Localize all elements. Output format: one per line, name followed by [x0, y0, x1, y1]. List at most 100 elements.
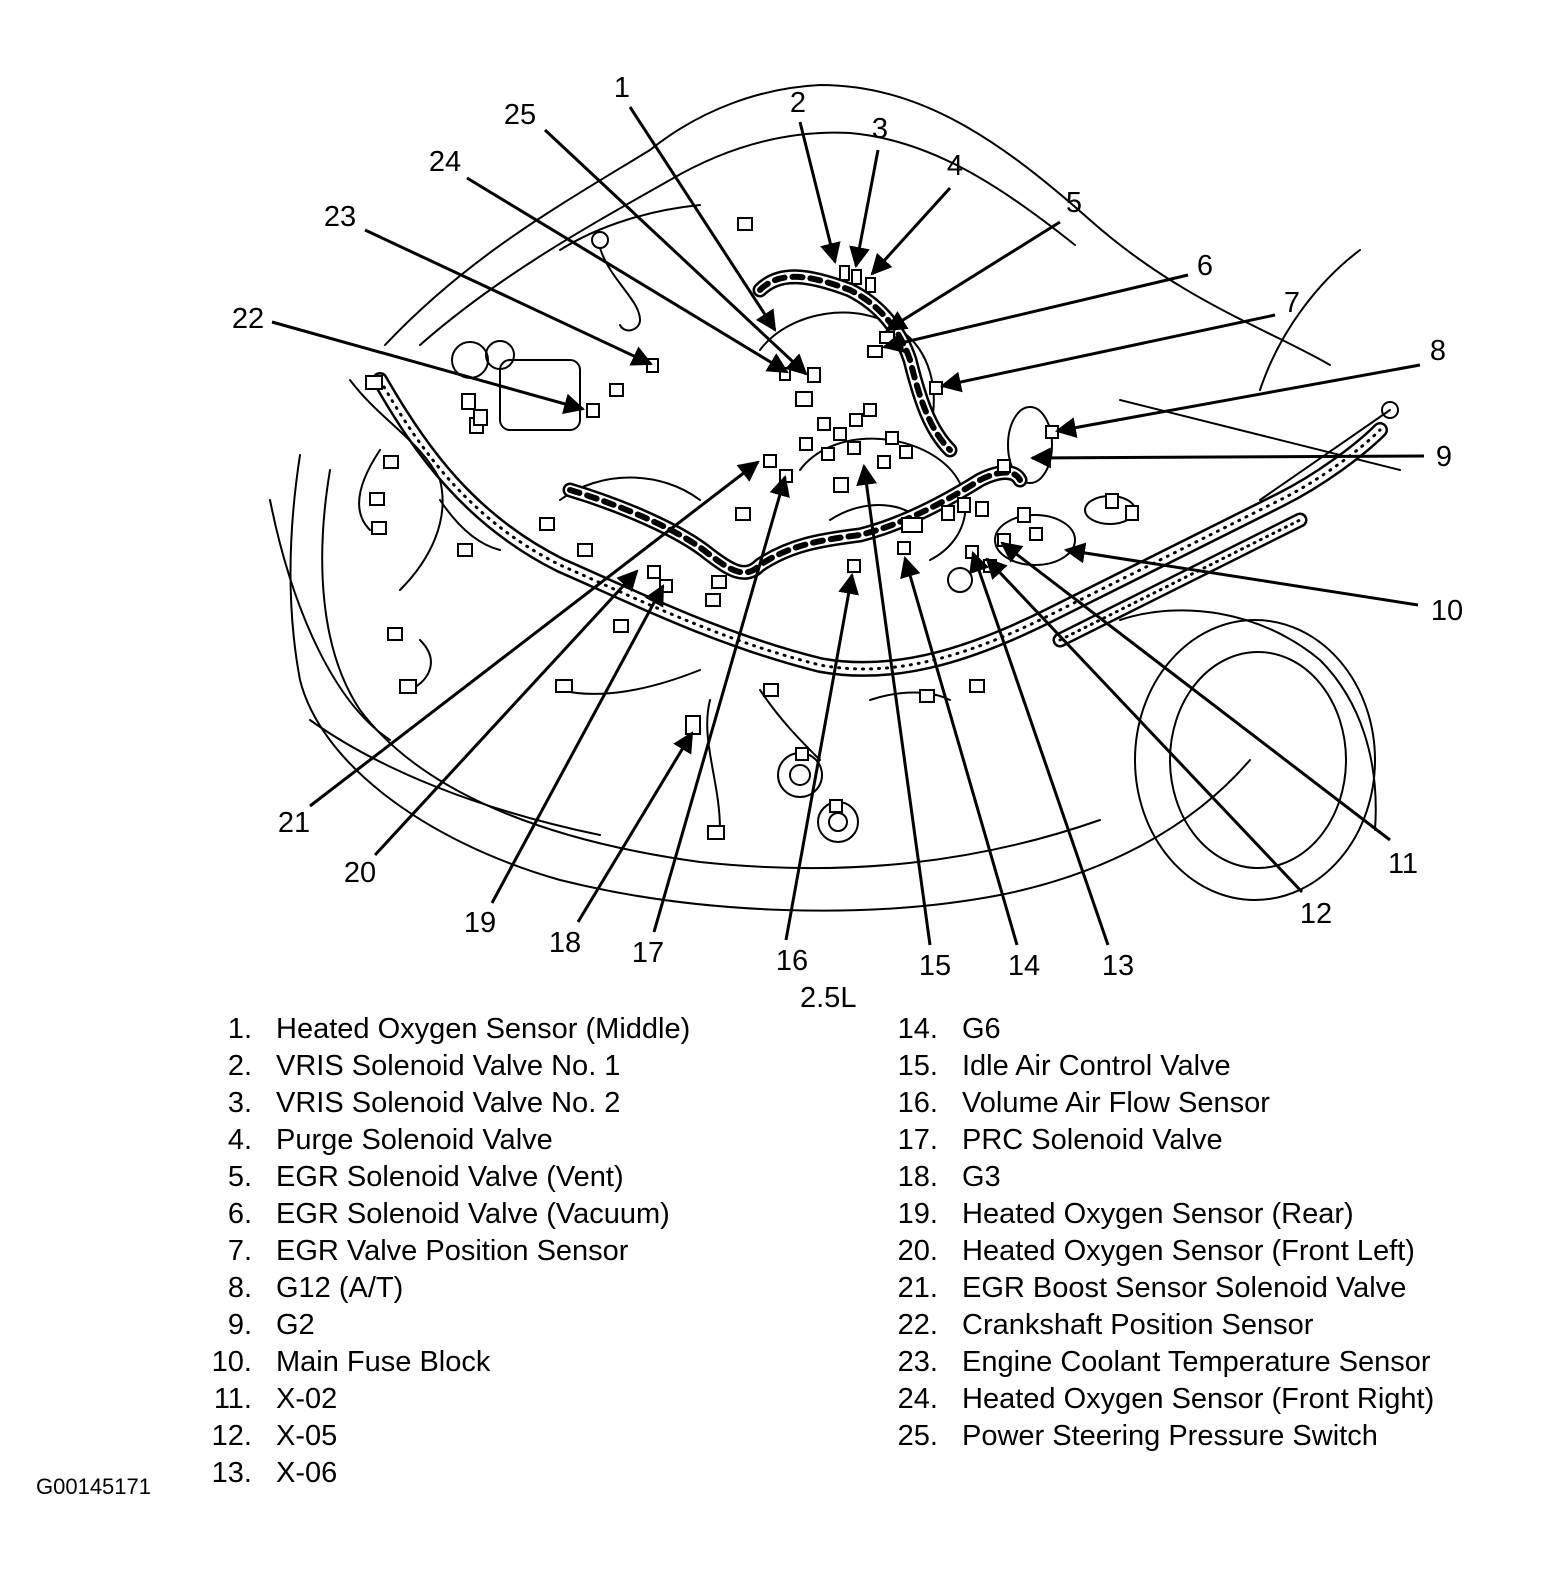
callout-leader-line [1054, 363, 1421, 438]
wiring-harness [349, 269, 1388, 831]
legend-item: 9. G2 [228, 1307, 690, 1344]
legend-item-number: 5. [227, 1161, 252, 1193]
callout-3: 3 [849, 113, 888, 269]
legend-item-label: Crankshaft Position Sensor [962, 1309, 1314, 1341]
legend-item: 3. VRIS Solenoid Valve No. 2 [228, 1085, 690, 1122]
callout-number: 8 [1430, 335, 1446, 367]
legend-item: 12. X-05 [212, 1418, 690, 1455]
callout-number: 14 [1008, 950, 1040, 982]
callout-24: 24 [429, 146, 789, 374]
legend-item: 1.Heated Oxygen Sensor (Middle) [228, 1011, 691, 1048]
legend-item-label: Heated Oxygen Sensor (Middle) [276, 1013, 691, 1045]
engine-variant-label: 2.5L [800, 982, 857, 1014]
legend-item-number: 10. [211, 1346, 252, 1378]
legend-item-number: 7. [227, 1235, 252, 1267]
callout-number: 19 [464, 907, 496, 939]
legend-item: 23. Engine Coolant Temperature Sensor [898, 1344, 1434, 1381]
legend-item-label: Purge Solenoid Valve [276, 1124, 553, 1156]
legend-item: 13. X-06 [212, 1455, 690, 1492]
legend-item-number: 19. [897, 1198, 938, 1230]
legend-item: 19. Heated Oxygen Sensor (Rear) [898, 1196, 1434, 1233]
callout-22: 22 [232, 303, 586, 415]
legend-item-label: EGR Valve Position Sensor [276, 1235, 629, 1267]
callout-17: 17 [632, 474, 790, 969]
callout-number: 23 [324, 201, 356, 233]
callout-number: 17 [632, 937, 664, 969]
callout-number: 20 [344, 857, 376, 889]
callout-21: 21 [278, 460, 760, 839]
legend-item-number: 22. [897, 1309, 938, 1341]
legend-item-label: PRC Solenoid Valve [962, 1124, 1223, 1156]
legend-item-number: 11. [213, 1383, 252, 1415]
callout-19: 19 [464, 584, 665, 939]
callout-number: 6 [1197, 250, 1213, 282]
legend-item-label: Heated Oxygen Sensor (Front Right) [962, 1383, 1435, 1415]
legend-item-label: Power Steering Pressure Switch [962, 1420, 1378, 1452]
callout-number: 2 [790, 87, 806, 119]
legend-item-label: VRIS Solenoid Valve No. 2 [276, 1087, 621, 1119]
legend-item-label: Heated Oxygen Sensor (Rear) [962, 1198, 1354, 1230]
callout-leader-line [1000, 541, 1391, 842]
callout-10: 10 [1063, 542, 1463, 627]
legend-item-number: 23. [897, 1346, 938, 1378]
callout-leader-line [798, 121, 841, 265]
callout-1: 1 [614, 72, 777, 332]
callout-leader-line [466, 176, 789, 374]
callout-number: 21 [278, 807, 310, 839]
callout-number: 22 [232, 303, 264, 335]
callout-leader-line [985, 557, 1304, 894]
callout-8: 8 [1054, 335, 1446, 438]
legend-item-number: 3. [227, 1087, 252, 1119]
callout-number: 24 [429, 146, 461, 178]
legend-item-number: 25. [897, 1420, 938, 1452]
legend-item-label: G2 [276, 1309, 315, 1341]
callout-leader-line [856, 463, 932, 946]
legend-item-label: Volume Air Flow Sensor [962, 1087, 1270, 1119]
callout-9: 9 [1029, 441, 1452, 473]
legend-item-label: VRIS Solenoid Valve No. 1 [276, 1050, 621, 1082]
legend-item-label: X-02 [276, 1383, 338, 1415]
connectors [365, 217, 1139, 840]
legend-item-label: X-06 [276, 1457, 338, 1489]
callout-15: 15 [856, 463, 951, 982]
figure-id: G00145171 [36, 1474, 151, 1499]
legend-item-number: 14. [897, 1013, 938, 1045]
legend-item-number: 9. [227, 1309, 252, 1341]
callout-leader-line [373, 569, 639, 857]
legend-item-label: EGR Boost Sensor Solenoid Valve [962, 1272, 1407, 1304]
callout-leader-line [870, 186, 952, 276]
legend-item-label: EGR Solenoid Valve (Vent) [276, 1161, 624, 1193]
legend-item-label: Engine Coolant Temperature Sensor [962, 1346, 1431, 1378]
legend-item: 21. EGR Boost Sensor Solenoid Valve [898, 1270, 1434, 1307]
legend-item-number: 18. [897, 1161, 938, 1193]
callout-23: 23 [324, 201, 653, 366]
callout-number: 15 [919, 950, 951, 982]
legend-item-number: 13. [211, 1457, 252, 1489]
legend-item-label: X-05 [276, 1420, 338, 1452]
legend-item-number: 2. [227, 1050, 252, 1082]
callout-leader-line [490, 584, 665, 904]
legend-item-number: 4. [227, 1124, 252, 1156]
legend-item: 4. Purge Solenoid Valve [228, 1122, 690, 1159]
callout-20: 20 [344, 569, 639, 889]
legend-item-label: G12 (A/T) [276, 1272, 404, 1304]
legend-item-label: Heated Oxygen Sensor (Front Left) [962, 1235, 1415, 1267]
callout-number: 4 [947, 150, 963, 182]
engine-compartment-diagram: 1234567891011121314151617181920212223242… [232, 72, 1463, 982]
callout-number: 25 [504, 99, 536, 131]
callout-number: 5 [1066, 187, 1082, 219]
legend-item: 22. Crankshaft Position Sensor [898, 1307, 1434, 1344]
legend-item-label: G6 [962, 1013, 1001, 1045]
callout-7: 7 [939, 287, 1300, 393]
callout-5: 5 [885, 187, 1082, 332]
legend-item-number: 12. [211, 1420, 252, 1452]
legend-item: 25. Power Steering Pressure Switch [898, 1418, 1434, 1455]
legend-item-number: 8. [227, 1272, 252, 1304]
callout-11: 11 [1000, 541, 1418, 880]
callout-leader-line [652, 474, 790, 933]
callout-13: 13 [969, 551, 1134, 982]
legend-item-number: 21. [897, 1272, 938, 1304]
legend-item: 6.EGR Solenoid Valve (Vacuum) [228, 1196, 690, 1233]
callout-number: 3 [872, 113, 888, 145]
